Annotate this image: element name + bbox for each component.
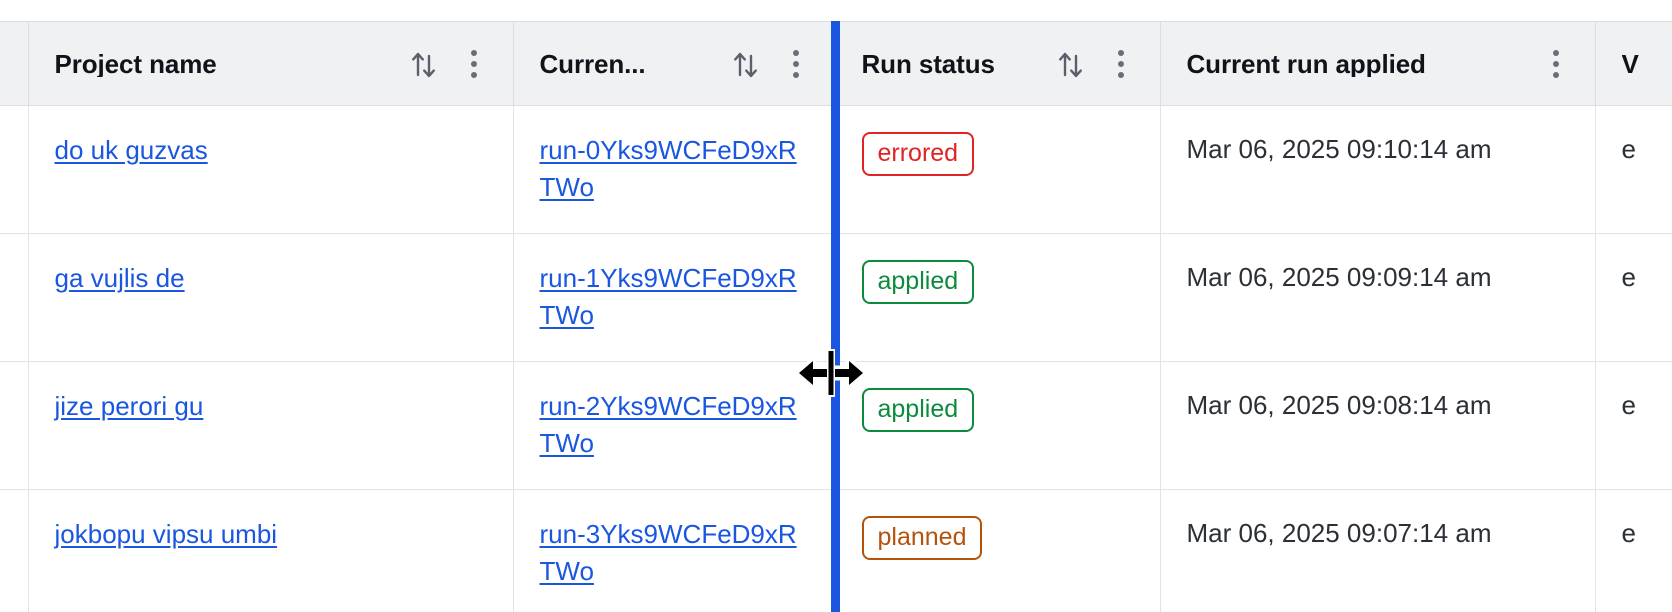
row-gutter [0, 361, 29, 490]
cell-current-run: run-3Yks9WCFeD9xRTWo [513, 489, 836, 612]
column-menu-icon-run-status[interactable] [1108, 47, 1134, 81]
current-run-link[interactable]: run-0Yks9WCFeD9xRTWo [539, 135, 797, 202]
cell-current-run-applied: Mar 06, 2025 09:09:14 am [1160, 233, 1596, 362]
current-run-link[interactable]: run-3Yks9WCFeD9xRTWo [539, 519, 797, 586]
project-name-link[interactable]: do uk guzvas [54, 135, 208, 165]
column-header-project-name[interactable]: Project name [28, 21, 514, 106]
row-gutter [0, 489, 29, 612]
cell-current-run-applied: Mar 06, 2025 09:10:14 am [1160, 105, 1596, 234]
cell-current-run: run-2Yks9WCFeD9xRTWo [513, 361, 836, 490]
status-badge: applied [861, 388, 975, 432]
project-name-link[interactable]: ga vujlis de [54, 263, 185, 293]
table-row: jokbopu vipsu umbi run-3Yks9WCFeD9xRTWo … [0, 489, 1672, 612]
table-row: do uk guzvas run-0Yks9WCFeD9xRTWo errore… [0, 105, 1672, 234]
column-header-current-run[interactable]: Curren... [513, 21, 836, 106]
current-run-link[interactable]: run-1Yks9WCFeD9xRTWo [539, 263, 797, 330]
column-header-run-status[interactable]: Run status [835, 21, 1161, 106]
status-badge: applied [861, 260, 975, 304]
cell-project-name: do uk guzvas [28, 105, 514, 234]
sort-icon-run-status[interactable] [1056, 47, 1086, 81]
cell-run-status: applied [835, 233, 1161, 362]
sort-icon-project-name[interactable] [409, 47, 439, 81]
table-body: do uk guzvas run-0Yks9WCFeD9xRTWo errore… [0, 105, 1672, 612]
status-badge: errored [861, 132, 975, 176]
table-header: Project name [0, 21, 1672, 106]
cell-run-status: errored [835, 105, 1161, 234]
table-row: jize perori gu run-2Yks9WCFeD9xRTWo appl… [0, 361, 1672, 490]
cell-current-run: run-0Yks9WCFeD9xRTWo [513, 105, 836, 234]
cell-project-name: ga vujlis de [28, 233, 514, 362]
column-header-project-name-label: Project name [54, 50, 217, 77]
project-name-link[interactable]: jokbopu vipsu umbi [54, 519, 278, 549]
cell-project-name: jize perori gu [28, 361, 514, 490]
cell-run-status: applied [835, 361, 1161, 490]
column-header-gutter [0, 21, 29, 106]
cell-project-name: jokbopu vipsu umbi [28, 489, 514, 612]
cell-current-run-applied: Mar 06, 2025 09:07:14 am [1160, 489, 1596, 612]
cell-current-run: run-1Yks9WCFeD9xRTWo [513, 233, 836, 362]
row-gutter [0, 233, 29, 362]
header-row: Project name [0, 21, 1672, 106]
column-menu-icon-current-run-applied[interactable] [1543, 47, 1569, 81]
project-name-link[interactable]: jize perori gu [54, 391, 204, 421]
column-header-current-run-applied-label: Current run applied [1186, 50, 1426, 77]
cell-last: e [1595, 105, 1672, 234]
cell-last: e [1595, 233, 1672, 362]
status-badge: planned [861, 516, 983, 560]
table-row: ga vujlis de run-1Yks9WCFeD9xRTWo applie… [0, 233, 1672, 362]
projects-table: Project name [0, 21, 1672, 612]
column-menu-icon-project-name[interactable] [461, 47, 487, 81]
column-header-last-label: V [1621, 50, 1639, 77]
sort-icon-current-run[interactable] [731, 47, 761, 81]
cell-run-status: planned [835, 489, 1161, 612]
current-run-link[interactable]: run-2Yks9WCFeD9xRTWo [539, 391, 797, 458]
cell-last: e [1595, 489, 1672, 612]
row-gutter [0, 105, 29, 234]
column-header-current-run-applied[interactable]: Current run applied [1160, 21, 1596, 106]
cell-last: e [1595, 361, 1672, 490]
column-header-run-status-label: Run status [861, 50, 995, 77]
column-menu-icon-current-run[interactable] [783, 47, 809, 81]
cell-current-run-applied: Mar 06, 2025 09:08:14 am [1160, 361, 1596, 490]
column-header-last[interactable]: V [1595, 21, 1672, 106]
column-header-current-run-label: Curren... [539, 50, 646, 77]
